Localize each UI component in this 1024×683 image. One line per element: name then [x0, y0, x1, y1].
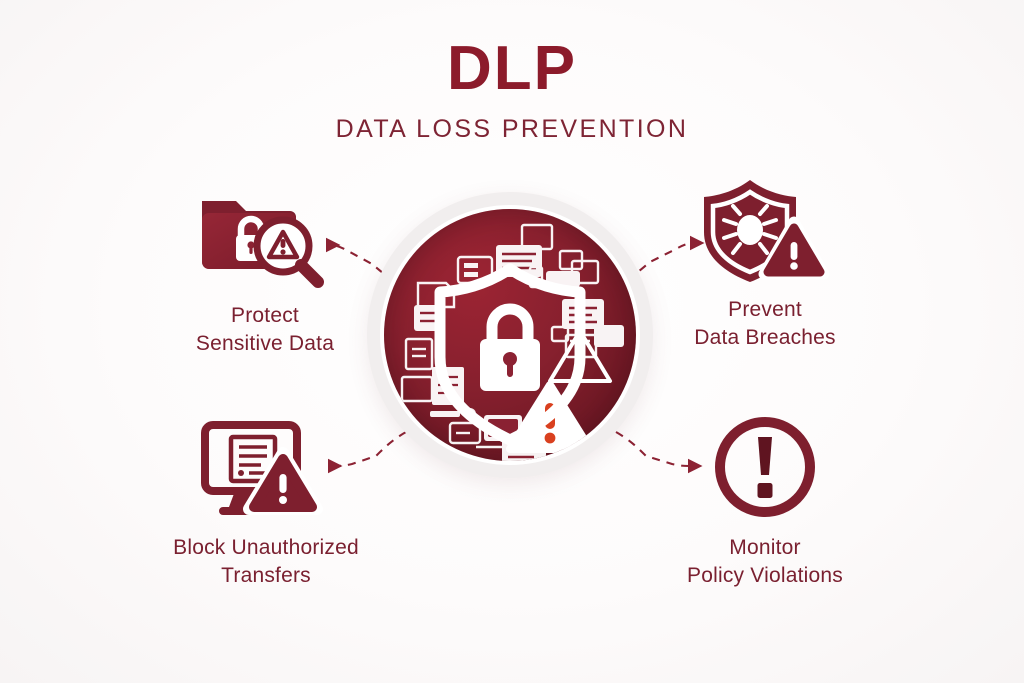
- shield-bug-icon: [650, 170, 880, 288]
- node-protect-sensitive-data[interactable]: Protect Sensitive Data: [150, 176, 380, 359]
- exclamation-circle-icon: [650, 408, 880, 526]
- dlp-core-graphic: [384, 209, 636, 461]
- bug-glyph: [722, 204, 778, 255]
- node-label-prevent-data-breaches: Prevent Data Breaches: [694, 298, 836, 350]
- node-label-monitor-policy-violations: Monitor Policy Violations: [687, 536, 843, 588]
- warning-triangle-icon: [243, 447, 323, 515]
- magnifier-warning-icon: [253, 216, 324, 288]
- node-prevent-data-breaches[interactable]: Prevent Data Breaches: [650, 170, 880, 353]
- monitor-document-icon: [148, 408, 384, 526]
- title-block: DLP DATA LOSS PREVENTION: [0, 36, 1024, 144]
- node-block-unauthorized-transfers[interactable]: Block Unauthorized Transfers: [148, 408, 384, 591]
- node-label-protect-sensitive-data: Protect Sensitive Data: [195, 304, 335, 356]
- shield-lock-icon: [434, 263, 586, 446]
- folder-lock-icon: [150, 176, 380, 294]
- node-label-block-unauthorized-transfers: Block Unauthorized Transfers: [173, 536, 359, 588]
- warning-triangle-icon: [758, 216, 830, 280]
- node-monitor-policy-violations[interactable]: Monitor Policy Violations: [650, 408, 880, 591]
- page-title: DLP: [447, 34, 577, 103]
- page-subtitle: DATA LOSS PREVENTION: [335, 115, 689, 144]
